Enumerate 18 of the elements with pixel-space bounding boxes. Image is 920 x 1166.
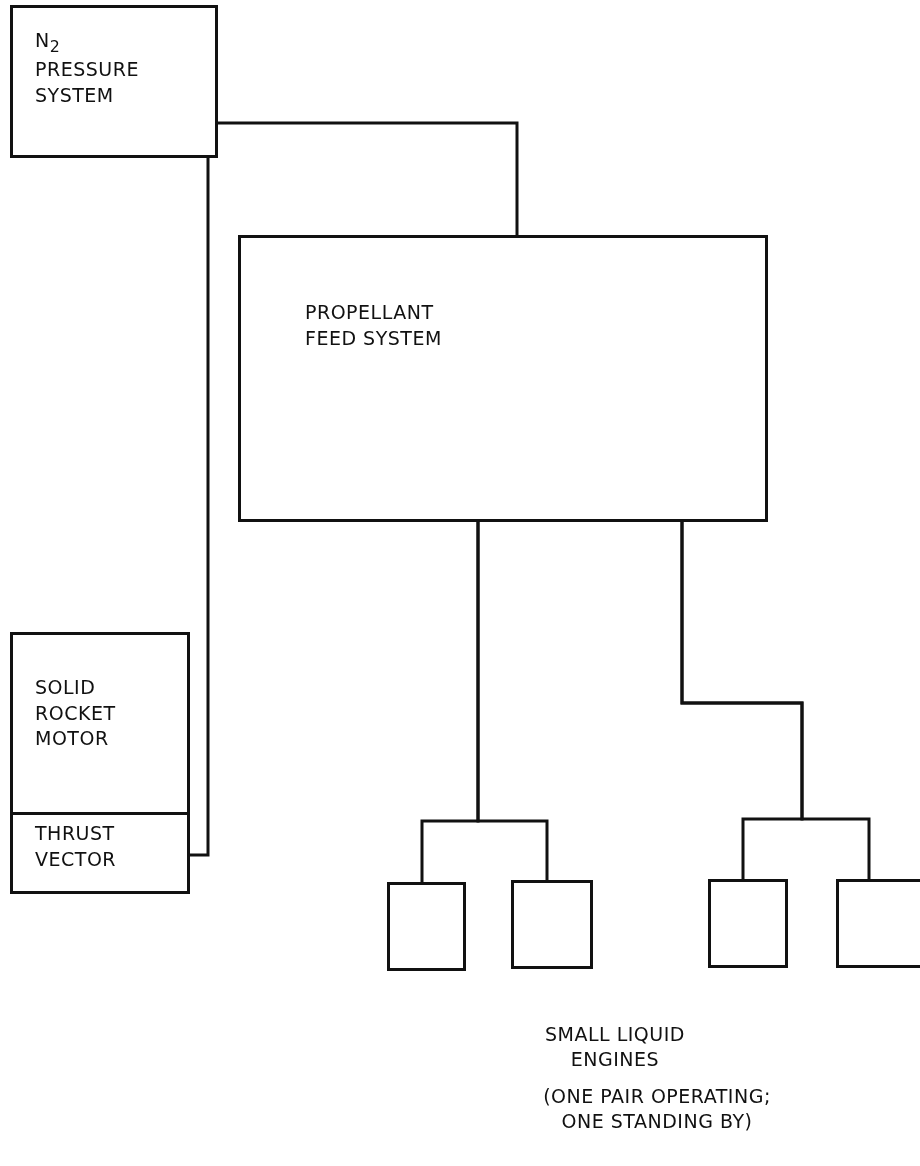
box-label: PROPELLANT FEED SYSTEM — [305, 300, 443, 351]
system-box — [10, 632, 190, 815]
caption-text: SMALL LIQUID ENGINES — [544, 1022, 686, 1072]
box-label: N$_{2}$ PRESSURE SYSTEM — [35, 28, 140, 108]
box-label: THRUST VECTOR — [35, 821, 118, 872]
engine-box — [387, 882, 466, 971]
caption-text: (ONE PAIR OPERATING; ONE STANDING BY) — [542, 1084, 772, 1134]
system-box — [10, 5, 218, 158]
system-box — [10, 812, 190, 894]
connector-line — [190, 158, 210, 857]
engine-box — [708, 879, 788, 968]
system-box — [238, 235, 768, 522]
connector-line — [476, 522, 549, 880]
engine-box — [511, 880, 593, 969]
connector-line — [680, 522, 871, 879]
engine-box — [836, 879, 920, 968]
connector-line — [218, 121, 519, 235]
box-label: SOLID ROCKET MOTOR — [35, 675, 117, 752]
